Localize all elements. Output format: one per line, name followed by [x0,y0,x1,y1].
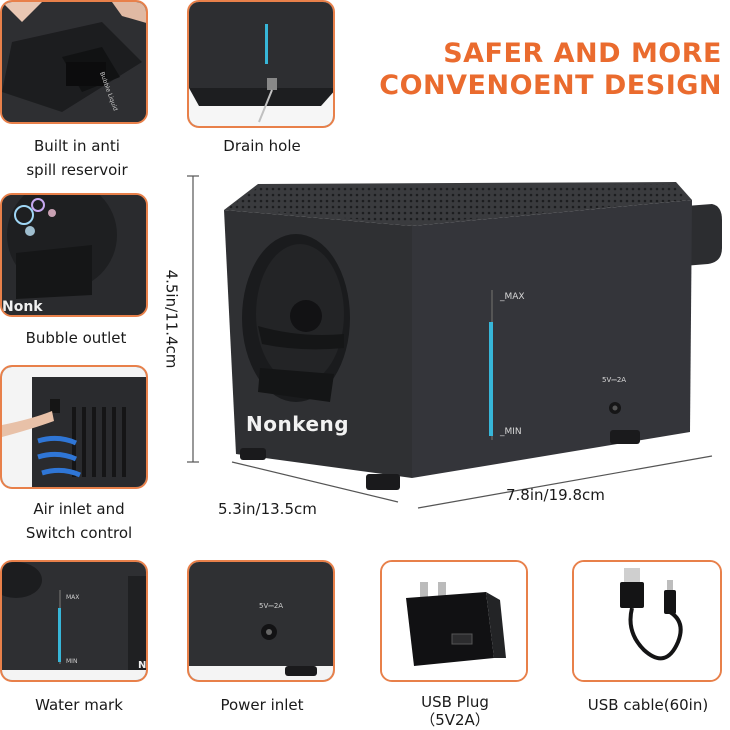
thumb-usb-cable [572,560,722,682]
thumb-water-mark: MAX MIN NC [0,560,148,682]
power-inlet-image [189,562,333,680]
power-spec-label: 5V⎓2A [259,602,284,610]
caption-air-line-1: Air inlet and [33,500,125,518]
water-min-label: MIN [66,658,78,665]
dimension-height: 4.5in/11.4cm [162,269,181,369]
headline-line-2: CONVENOENT DESIGN [379,70,722,101]
usb-plug-image [382,562,526,680]
headline-line-1: SAFER AND MORE [443,38,722,69]
caption-plug-line-2: （5V2A） [420,711,490,729]
caption-air-line-2: Switch control [25,524,133,542]
headline: SAFER AND MORE CONVENOENT DESIGN [372,38,722,102]
dimension-width: 7.8in/19.8cm [506,486,605,504]
product-power-spec: 5V⎓2A [602,376,627,384]
product-max-label: _MAX [500,292,525,302]
caption-outlet: Bubble outlet [25,329,127,347]
caption-air-inlet: Air inlet and Switch control [4,497,154,545]
caption-reservoir-line-1: Built in anti [34,137,120,155]
usb-cable-image [574,562,720,680]
water-mark-image [2,562,146,680]
air-inlet-image [2,367,146,487]
thumb-air-inlet [0,365,148,489]
dimension-depth: 5.3in/13.5cm [218,500,317,518]
caption-reservoir-line-2: spill reservoir [26,161,128,179]
caption-usb-plug: USB Plug （5V2A） [380,693,530,729]
reservoir-image [2,2,146,122]
caption-power-inlet: Power inlet [220,696,304,714]
thumb-power-inlet: 5V⎓2A [187,560,335,682]
caption-water-mark: Water mark [35,696,123,714]
caption-drain: Drain hole [223,137,301,155]
water-max-label: MAX [66,594,80,601]
outlet-label: Nonk [2,299,43,315]
thumb-reservoir: Bubble Liquid [0,0,148,124]
caption-plug-line-1: USB Plug [421,693,489,711]
water-brand-label: NC [138,660,147,671]
product-min-label: _MIN [500,427,522,437]
caption-usb-cable: USB cable(60in) [587,696,709,714]
caption-reservoir: Built in anti spill reservoir [2,134,152,182]
thumb-drain [187,0,335,128]
product-brand: Nonkeng [246,412,350,436]
drain-image [189,2,333,126]
thumb-usb-plug [380,560,528,682]
outlet-image [2,195,146,315]
thumb-outlet: Nonk [0,193,148,317]
